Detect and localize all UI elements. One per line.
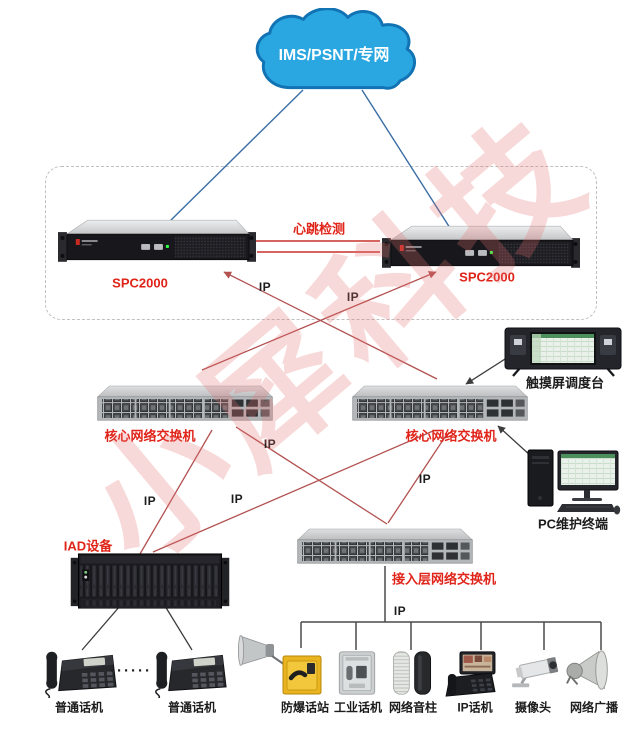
label-touch-console: 触摸屏调度台 [525,375,605,391]
ellipsis: ······ [110,662,152,680]
ip-label-4: IP [143,494,157,508]
wire-iad-phone-left [81,605,121,651]
ip-label-5: IP [230,492,244,506]
label-broadcast: 网络广播 [569,700,619,715]
pc-screen [561,454,615,485]
wire-serverright-coreleft [201,271,437,371]
console-screen [532,334,594,363]
ip-label-6: IP [418,472,432,486]
wire-cloud-to-server-left [166,89,304,225]
label-industrial: 工业话机 [333,700,383,715]
wire-coreleft-iad [139,429,213,555]
label-server-right: SPC2000 [459,269,515,285]
pc-terminal [526,448,621,518]
wire-coreright-access [387,433,448,524]
wire-coreright-iad [152,430,434,553]
ip-label-3: IP [263,437,277,451]
label-phone-left: 普通话机 [54,700,104,715]
access-switch [295,524,475,570]
wire-coreleft-access [235,426,388,525]
label-pc-terminal: PC维护终端 [537,516,609,532]
label-phone-right: 普通话机 [167,700,217,715]
ip-label-2: IP [346,290,360,304]
core-switch-right [350,381,530,427]
label-camera: 摄像头 [514,700,552,715]
cctv-camera [508,650,562,692]
label-exproof: 防爆话站 [280,700,330,715]
core-switch-left [95,381,275,427]
industrial-phone [336,650,378,696]
touch-console [504,326,622,378]
cloud: IMS/PSNT/专网 [245,7,423,100]
broadcast-horn [564,646,616,694]
wire-iad-phone-right [164,605,193,651]
label-ip-phone: IP话机 [457,700,493,715]
camera-lens [549,661,557,669]
ip-label-7: IP [393,604,407,618]
cloud-label: IMS/PSNT/专网 [279,45,390,64]
label-heartbeat: 心跳检测 [292,221,346,237]
access-bus [300,566,602,650]
label-core-switch-left: 核心网络交换机 [104,428,196,444]
iad-gateway [70,552,230,610]
analog-phone-left [40,648,120,698]
wire-serverleft-coreright [223,271,438,380]
server-right [382,222,580,272]
label-server-left: SPC2000 [112,275,168,291]
exproof-station [238,630,330,696]
label-access-switch: 接入层网络交换机 [391,571,497,587]
ip-label-1: IP [258,280,272,294]
wire-cloud-to-server-right [361,89,451,229]
wire-pc-coreright [497,425,532,457]
label-iad: IAD设备 [63,538,113,554]
sound-column [390,650,434,696]
server-left [58,216,256,266]
label-sound-column: 网络音柱 [388,700,438,715]
cloud-icon: IMS/PSNT/专网 [255,7,417,90]
analog-phone-right [150,648,230,698]
label-core-switch-right: 核心网络交换机 [405,428,497,444]
ip-phone [444,650,498,698]
